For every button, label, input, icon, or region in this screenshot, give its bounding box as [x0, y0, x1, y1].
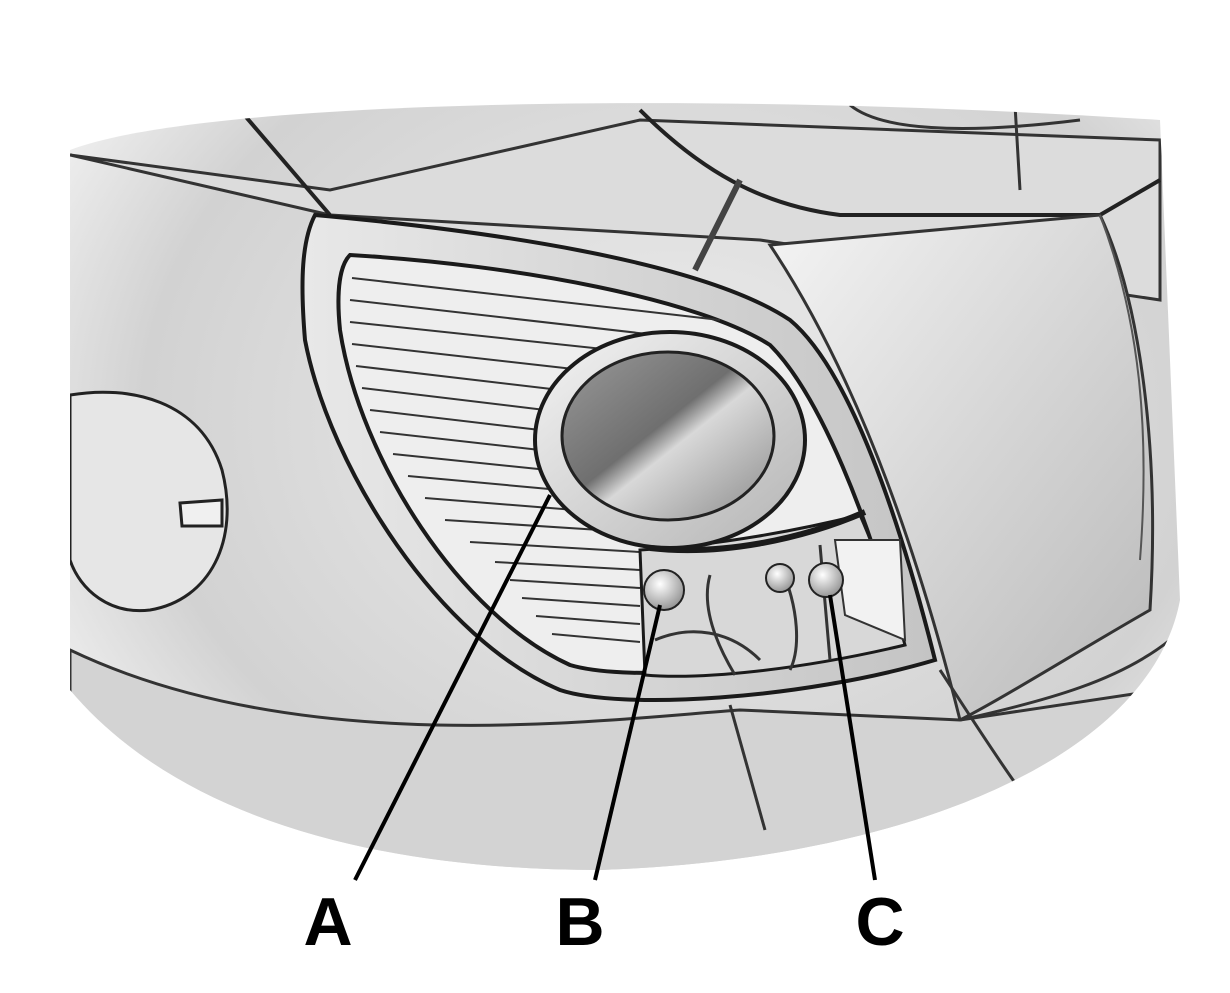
round-lamp-lens	[560, 350, 776, 522]
right-fender	[767, 213, 1155, 723]
leader-lines	[353, 494, 877, 881]
leader-line-b	[593, 604, 662, 881]
bulb-middle	[765, 563, 795, 593]
chamber-divider	[654, 544, 832, 676]
bulb-c	[808, 562, 844, 598]
right-fender-seam	[1099, 214, 1145, 561]
trunk-seam	[238, 108, 1162, 217]
leader-line-a	[353, 494, 552, 881]
lens-ribs	[349, 277, 721, 643]
bulb-b	[643, 569, 685, 611]
lower-bumper	[70, 647, 1162, 870]
callout-label-a: A	[303, 884, 352, 960]
trunk-edge	[849, 103, 1081, 191]
chamber-reflector	[833, 539, 907, 642]
fuel-door	[70, 390, 229, 613]
wire-strap	[692, 178, 743, 272]
tail-lamp-assembly	[300, 212, 938, 702]
round-lamp-rim-shadow	[649, 509, 867, 554]
leader-line-c	[828, 594, 877, 881]
callout-label-c: C	[855, 884, 904, 960]
callout-label-b: B	[555, 884, 604, 960]
fuel-door-latch	[178, 498, 224, 528]
